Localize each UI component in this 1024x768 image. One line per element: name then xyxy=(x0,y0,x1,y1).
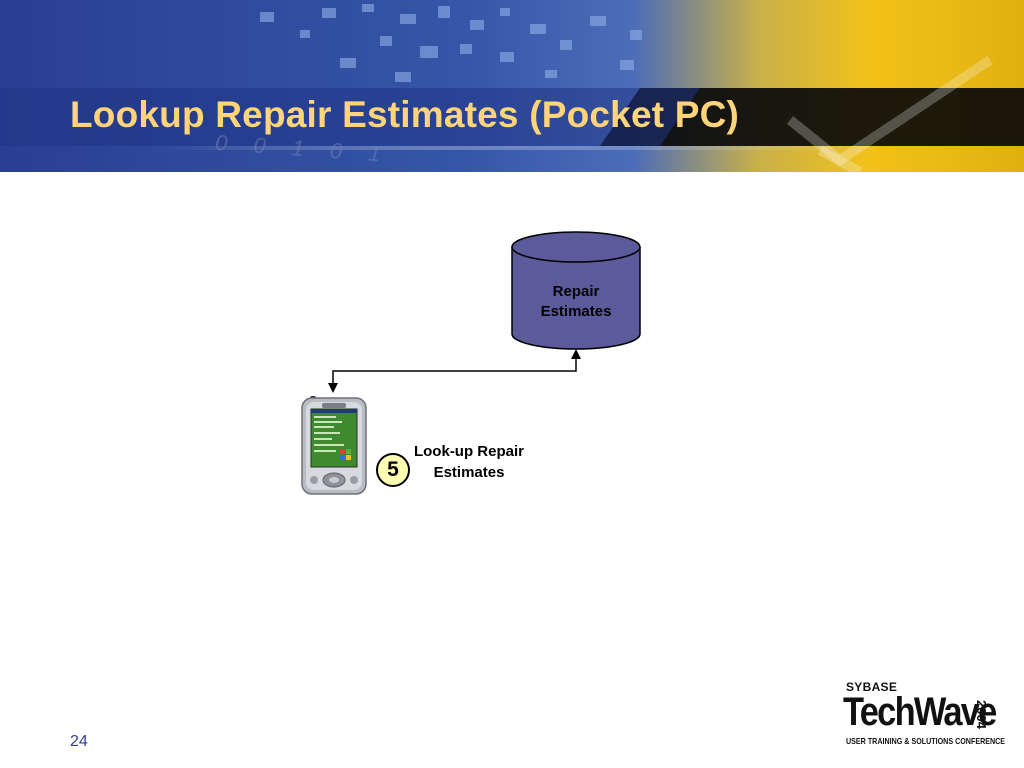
slide-title: Lookup Repair Estimates (Pocket PC) xyxy=(70,94,740,135)
page-number: 24 xyxy=(70,733,88,750)
arrowhead-up xyxy=(571,349,581,359)
techwave-logo: SYBASE TechWave 2004 USER TRAINING & SOL… xyxy=(843,680,1006,750)
arrowhead-down xyxy=(328,383,338,393)
logo-name: TechWave xyxy=(843,690,997,734)
connector-arrow xyxy=(332,358,577,386)
step-label-line1: Look-up Repair xyxy=(413,443,524,460)
database-label-line2: Estimates xyxy=(540,303,612,320)
logo-year: 2004 xyxy=(974,700,989,729)
header-banner: 0 0 1 0 1 Lookup Repair Estimates (Pocke… xyxy=(0,0,1024,172)
database-cylinder xyxy=(511,231,641,350)
database-label: Repair Estimates xyxy=(512,282,640,322)
step-label-line2: Estimates xyxy=(433,464,505,481)
logo-tagline: USER TRAINING & SOLUTIONS CONFERENCE xyxy=(846,736,1006,746)
database-label-line1: Repair xyxy=(552,283,600,300)
step-number-badge: 5 xyxy=(376,453,410,487)
step-label: Look-up Repair Estimates xyxy=(400,441,538,483)
logo-brand: SYBASE xyxy=(846,680,898,694)
pocket-pc-icon xyxy=(301,396,367,495)
banner-background xyxy=(0,0,1024,172)
